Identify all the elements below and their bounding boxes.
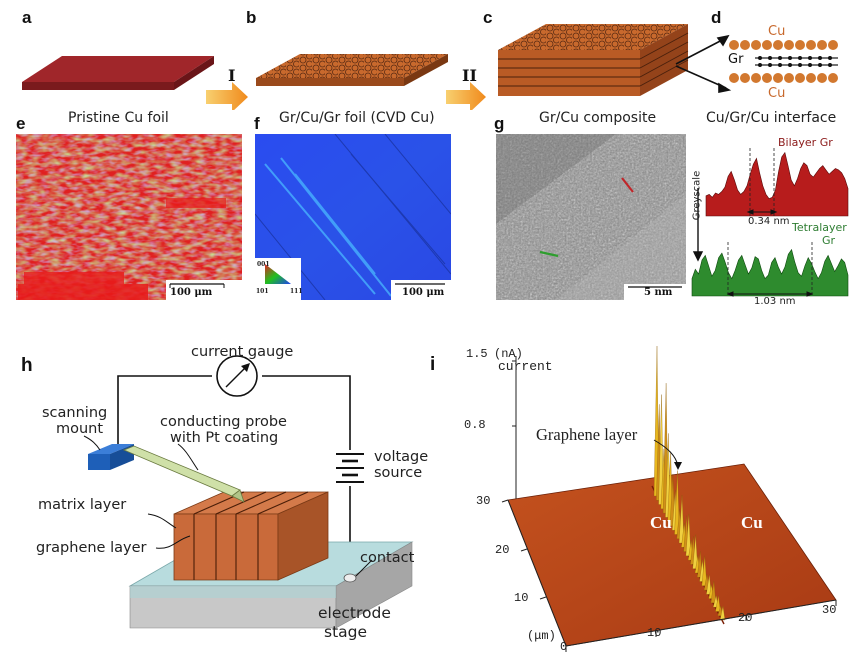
process-schematic [22, 24, 838, 110]
gr-cu-composite [498, 24, 689, 96]
cu-gr-cu-interface [729, 40, 838, 83]
current-spike [674, 470, 680, 535]
step-label-2: II [462, 66, 477, 85]
x-tick-30: 30 [822, 603, 837, 617]
panel-g-label: g [494, 114, 505, 133]
current-gauge-icon [216, 355, 258, 397]
leader-lines [83, 435, 199, 549]
x-tick-20: 20 [738, 611, 753, 625]
matrix-layer-label: matrix layer [38, 497, 127, 513]
scanning-mount-label-1: scanning [42, 405, 108, 421]
tetralayer-spacing-arrow [726, 291, 814, 297]
scanning-mount [88, 444, 134, 470]
scalebar-g: 5 nm [644, 287, 673, 298]
voltage-source-label-1: voltage [374, 449, 429, 465]
panel-i-label: i [430, 354, 436, 375]
caption-d: Cu/Gr/Cu interface [706, 110, 837, 126]
bilayer-spacing-label: 0.34 nm [748, 216, 790, 227]
pristine-cu-foil [22, 56, 214, 90]
x-axis-unit: (μm) [527, 629, 556, 643]
ipf-101-label: 101 [256, 288, 269, 295]
scalebar-e: 100 μm [170, 287, 213, 298]
bilayer-profile [705, 151, 849, 217]
graphene-layer-label: graphene layer [36, 540, 147, 556]
cu-label-right: Cu [741, 513, 763, 532]
scalebar-f: 100 μm [402, 287, 445, 298]
ipf-111-label: 111 [290, 288, 303, 295]
x-tick-0: 0 [560, 640, 568, 654]
current-spike [710, 580, 717, 604]
conducting-probe [122, 445, 245, 503]
y-tick-20: 20 [495, 543, 510, 557]
ipf-001-label: 001 [257, 261, 270, 268]
zoom-lines [675, 34, 732, 93]
gr-label: Gr [728, 52, 744, 67]
bilayer-guides [749, 148, 775, 218]
z-axis-label: current [498, 359, 553, 374]
cu-bottom-label: Cu [768, 86, 786, 101]
voltage-source-icon [336, 453, 364, 483]
contact-label: contact [360, 550, 415, 566]
current-spike [692, 534, 698, 569]
matrix-sample-block [173, 491, 329, 581]
panel-a-label: a [22, 8, 32, 27]
voltage-source-label-2: source [374, 465, 423, 481]
current-spike [719, 605, 726, 621]
scanning-mount-label-2: mount [56, 421, 104, 437]
c-afm-setup [83, 355, 414, 629]
current-spike [701, 555, 707, 586]
probe-label-1: conducting probe [160, 414, 287, 430]
tem-image [496, 134, 686, 300]
greyscale-profiles [691, 148, 849, 297]
graphene-layer-annotation: Graphene layer [536, 425, 638, 444]
current-spike [678, 495, 685, 544]
caption-c: Gr/Cu composite [539, 110, 657, 126]
stage-label: stage [324, 623, 368, 641]
ebsd-map-cvd [255, 134, 451, 300]
axis-ticks [501, 499, 837, 652]
contact-point [343, 559, 373, 583]
panel-f-label: f [254, 114, 260, 133]
current-spike [706, 574, 712, 595]
panel-e-label: e [16, 114, 26, 133]
probe-label-2: with Pt coating [170, 430, 279, 446]
greyscale-axis-arrow [692, 188, 704, 262]
panel-c-label: c [483, 8, 493, 27]
tetralayer-profile [691, 248, 849, 297]
current-map-3d [501, 345, 837, 652]
cu-label-left: Cu [650, 513, 672, 532]
step-label-1: I [228, 66, 236, 85]
z-unit: (nA) [494, 347, 523, 361]
current-spike [715, 595, 721, 612]
tetralayer-label-2: Gr [822, 234, 836, 247]
electrode-label: electrode [318, 604, 391, 622]
bilayer-label: Bilayer Gr [778, 136, 833, 149]
caption-b: Gr/Cu/Gr foil (CVD Cu) [279, 110, 435, 126]
y-tick-30: 30 [476, 494, 491, 508]
ebsd-map-pristine [16, 134, 242, 300]
z-tick-mid: 0.8 [464, 418, 486, 432]
panel-b-label: b [246, 8, 257, 27]
current-spike [685, 513, 692, 557]
tetralayer-guides [727, 242, 813, 296]
cu-top-label: Cu [768, 24, 786, 39]
tetralayer-label-1: Tetralayer [792, 221, 847, 234]
greyscale-axis-label: Greyscale [691, 170, 703, 221]
x-tick-10: 10 [647, 626, 662, 640]
panel-d-label: d [711, 8, 722, 27]
panel-h-label: h [21, 355, 33, 376]
y-tick-10: 10 [514, 591, 529, 605]
process-arrow-2 [446, 82, 486, 110]
current-gauge-label: current gauge [191, 344, 294, 360]
bilayer-spacing-arrow [746, 209, 778, 215]
process-arrow-1 [206, 82, 248, 110]
z-tick-top: 1.5 [466, 347, 488, 361]
tetralayer-spacing-label: 1.03 nm [754, 296, 796, 307]
gr-cu-gr-foil [256, 54, 448, 86]
current-spikes [653, 345, 726, 621]
caption-a: Pristine Cu foil [68, 110, 169, 126]
